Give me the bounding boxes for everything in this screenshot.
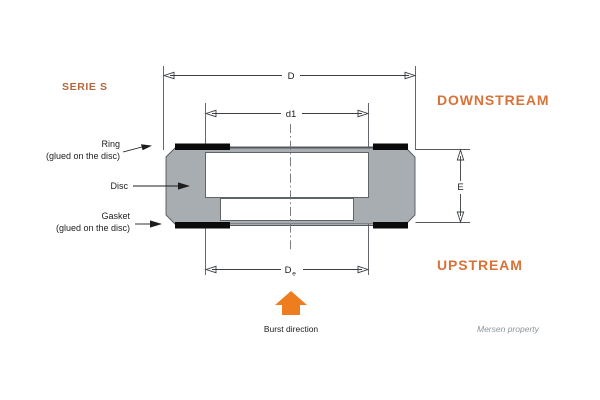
callout-gasket-line2: (glued on the disc) (56, 223, 130, 233)
burst-direction-indicator: Burst direction (264, 291, 319, 334)
dim-e-arrow-bottom (456, 211, 465, 224)
leader-arrow-ring (141, 144, 152, 151)
leader-arrow-gasket (150, 220, 162, 228)
dim-d-arrow-right (404, 71, 417, 80)
dim-d-arrow-left (162, 71, 175, 80)
upstream-label: UPSTREAM (437, 257, 523, 273)
series-title: SERIE S (62, 81, 108, 93)
dimension-effective-diameter: D e (204, 265, 370, 278)
callout-ring: Ring (glued on the disc) (46, 139, 152, 161)
gasket-segment-right (373, 222, 408, 229)
callout-disc-line1: Disc (111, 181, 129, 191)
burst-direction-label: Burst direction (264, 324, 319, 334)
callout-gasket-line1: Gasket (101, 211, 130, 221)
gasket-segment-left (175, 222, 230, 229)
ring-segment-right (373, 143, 408, 150)
lower-cavity (220, 198, 354, 221)
leader-arrow-disc (178, 182, 190, 190)
callout-ring-line1: Ring (101, 139, 120, 149)
up-arrow-icon (275, 291, 307, 315)
callout-ring-line2: (glued on the disc) (46, 151, 120, 161)
dimension-inner-diameter: d1 (204, 109, 370, 120)
callout-gasket: Gasket (glued on the disc) (56, 211, 162, 233)
dim-d1-arrow-right (357, 109, 370, 118)
callout-disc: Disc (111, 181, 190, 191)
dimension-thickness: E (456, 148, 465, 224)
upper-cavity (205, 152, 369, 198)
dim-e-arrow-top (456, 148, 465, 161)
leader-line-ring (122, 146, 143, 153)
dimension-outer-diameter: D (162, 71, 417, 82)
ring-segment-left (175, 143, 230, 150)
dim-de-arrow-right (357, 265, 370, 274)
dim-de-arrow-left (204, 265, 217, 274)
downstream-label: DOWNSTREAM (437, 92, 549, 108)
dim-label-d1: d1 (286, 109, 297, 120)
dim-label-De-subscript: e (292, 271, 296, 278)
property-note: Mersen property (477, 324, 540, 334)
dim-label-E: E (457, 182, 463, 193)
dim-label-D: D (288, 71, 295, 82)
dim-d1-arrow-left (204, 109, 217, 118)
dim-label-De: D (285, 265, 292, 276)
